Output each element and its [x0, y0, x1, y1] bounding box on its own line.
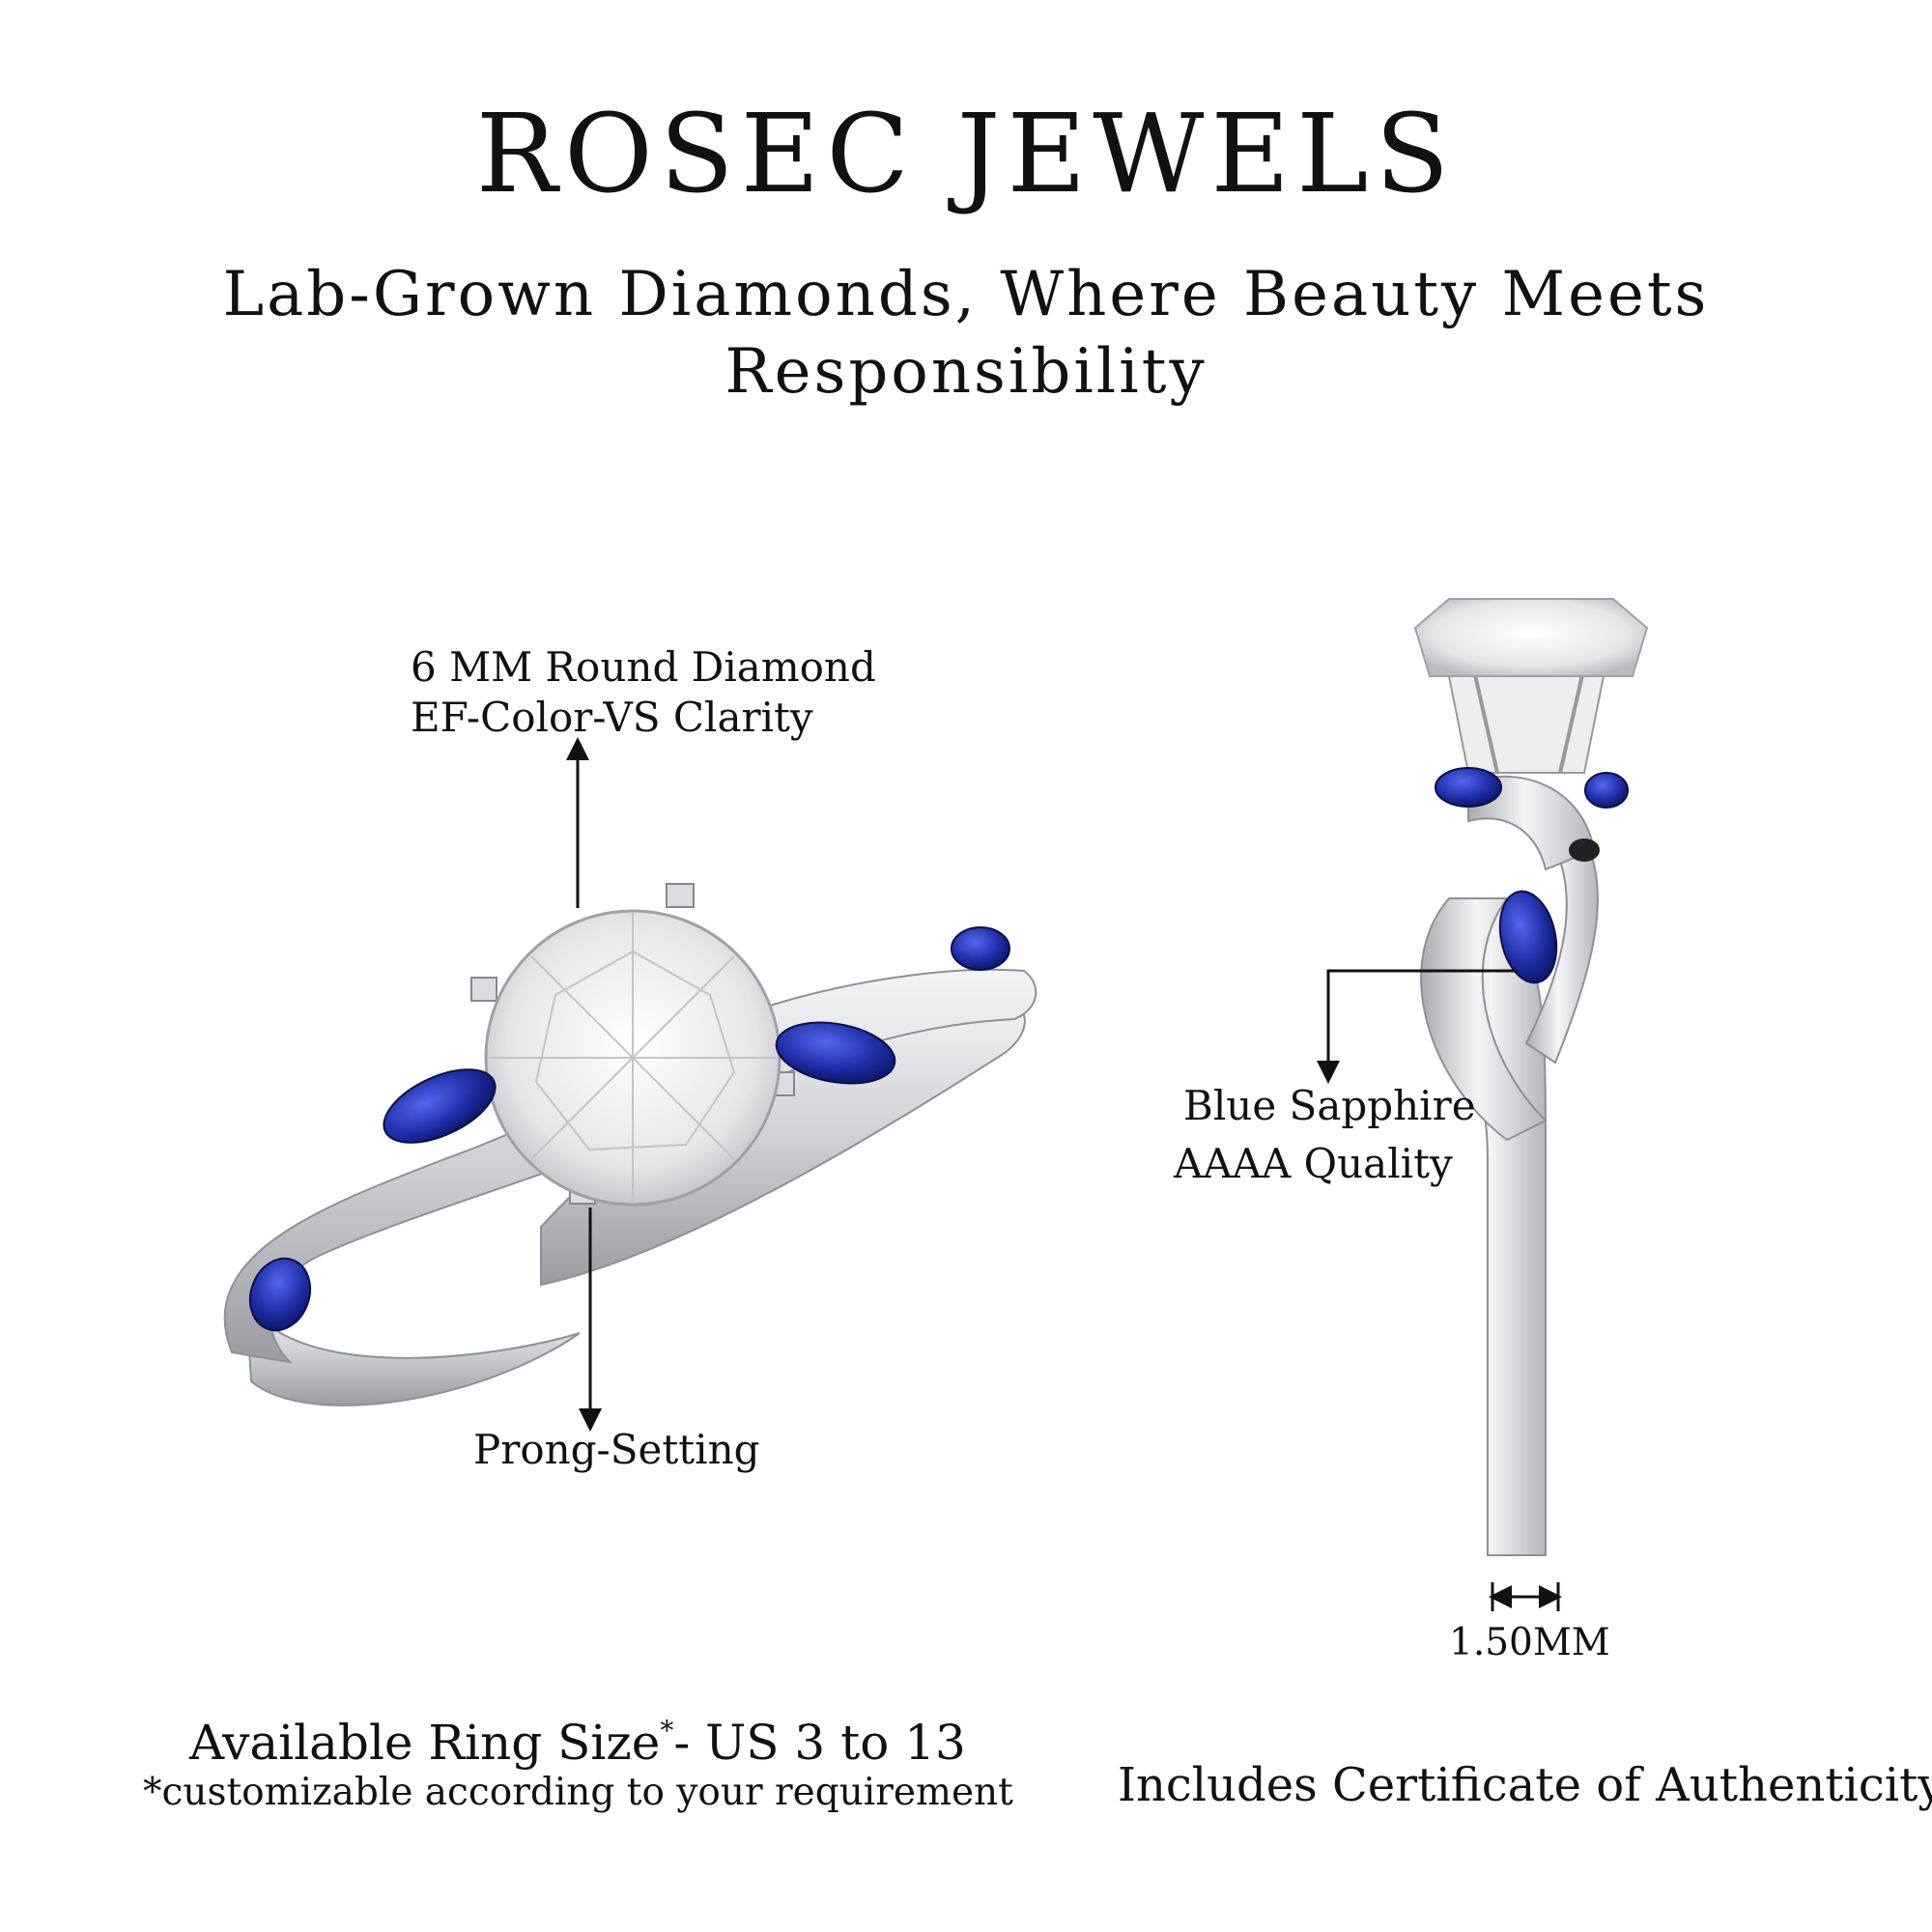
front-sapphires: [248, 926, 1010, 1332]
front-ring-view: [223, 883, 1037, 1406]
sapphire-quality-label: AAAA Quality: [1174, 1140, 1453, 1187]
sapphire-callout: Blue Sapphire AAAA Quality: [1174, 1077, 1476, 1193]
diamond-callout: 6 MM Round Diamond EF-Color-VS Clarity: [411, 642, 876, 743]
marquise-sapphire-side: [1498, 890, 1558, 984]
band-width-label: 1.50MM: [1449, 1621, 1610, 1664]
certificate-note: Includes Certificate of Authenticity: [1118, 1758, 1932, 1812]
diamond-quality-label: EF-Color-VS Clarity: [411, 694, 813, 741]
prong-setting-label: Prong-Setting: [473, 1426, 760, 1473]
ring-size-range: - US 3 to 13: [673, 1715, 966, 1771]
band-width-dimension: [1489, 1582, 1562, 1611]
sapphire-arrow: [1317, 969, 1517, 1084]
sapphire-type-label: Blue Sapphire: [1183, 1082, 1476, 1129]
brand-title: ROSEC JEWELS: [475, 92, 1457, 217]
ring-size-asterisk: *: [660, 1715, 674, 1747]
ring-size-info: Available Ring Size*- US 3 to 13: [189, 1702, 966, 1772]
tagline: Lab-Grown Diamonds, Where Beauty Meets R…: [222, 259, 1710, 408]
ring-size-prefix: Available Ring Size: [189, 1715, 661, 1771]
diamond-size-label: 6 MM Round Diamond: [411, 643, 876, 691]
side-ring-view: [1413, 598, 1649, 1556]
side-diamond: [1413, 598, 1649, 677]
customization-note: *customizable according to your requirem…: [143, 1771, 1013, 1814]
